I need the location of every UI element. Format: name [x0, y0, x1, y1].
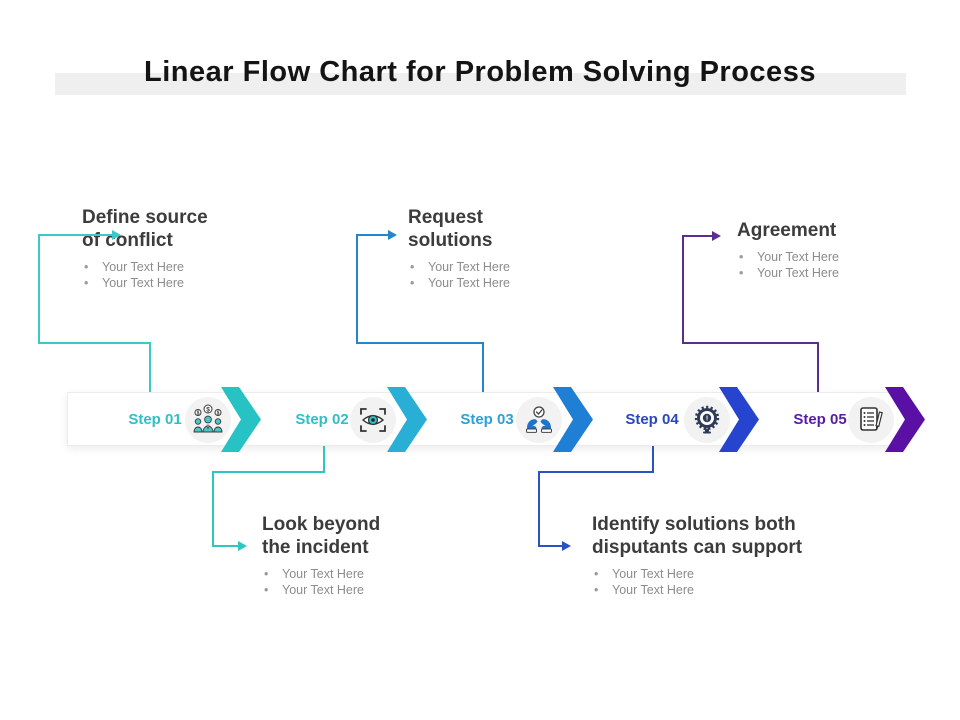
connector-segment — [323, 446, 325, 473]
connector-segment — [682, 235, 684, 344]
svg-text:$: $ — [197, 411, 200, 417]
step-03-label: Step 03 — [460, 411, 514, 428]
bullet-item: Your Text Here — [262, 582, 380, 598]
bullet-item: Your Text Here — [408, 275, 510, 291]
eye-focus-icon — [350, 397, 396, 443]
title-underlay-bar — [55, 73, 906, 95]
step-05-label: Step 05 — [793, 411, 847, 428]
callout-look-beyond-the-incident: Look beyond the incident Your Text Here … — [262, 513, 380, 598]
connector-segment — [682, 342, 819, 344]
callout-define-source-of-conflict: Define source of conflict Your Text Here… — [82, 206, 208, 291]
people-negotiation-icon: $ $ $ — [185, 397, 231, 443]
callout-title: Request solutions — [408, 207, 493, 251]
step-01-label: Step 01 — [128, 411, 182, 428]
connector-segment — [356, 234, 390, 236]
bullet-item: Your Text Here — [262, 566, 380, 582]
bullet-item: Your Text Here — [737, 249, 839, 265]
callout-bullets: Your Text Here Your Text Here — [262, 566, 380, 598]
callout-title: Agreement — [737, 220, 837, 241]
callout-title: Define source of conflict — [82, 207, 208, 251]
svg-text:$: $ — [217, 411, 220, 417]
bullet-item: Your Text Here — [592, 566, 802, 582]
checklist-pen-icon — [848, 397, 894, 443]
connector-segment — [538, 471, 540, 547]
connector-segment — [652, 446, 654, 473]
connector-arrowhead — [388, 230, 397, 240]
bullet-item: Your Text Here — [737, 265, 839, 281]
callout-bullets: Your Text Here Your Text Here — [82, 259, 208, 291]
bullet-item: Your Text Here — [592, 582, 802, 598]
connector-segment — [212, 471, 325, 473]
callout-identify-solutions: Identify solutions both disputants can s… — [592, 513, 802, 598]
connector-segment — [38, 342, 151, 344]
callout-bullets: Your Text Here Your Text Here — [408, 259, 510, 291]
svg-text:$: $ — [206, 406, 210, 413]
callout-title: Look beyond the incident — [262, 514, 381, 558]
connector-arrowhead — [112, 230, 121, 240]
connector-segment — [682, 235, 714, 237]
callout-title: Identify solutions both disputants can s… — [592, 514, 803, 558]
svg-text:!: ! — [706, 415, 708, 422]
connector-segment — [212, 545, 240, 547]
gauge-icon: ! — [684, 397, 730, 443]
connector-segment — [212, 471, 214, 547]
page-title: Linear Flow Chart for Problem Solving Pr… — [144, 56, 816, 88]
callout-bullets: Your Text Here Your Text Here — [737, 249, 839, 281]
connector-arrowhead — [712, 231, 721, 241]
connector-segment — [817, 342, 819, 392]
connector-segment — [538, 545, 564, 547]
connector-arrowhead — [238, 541, 247, 551]
bullet-item: Your Text Here — [82, 275, 208, 291]
connector-segment — [38, 234, 40, 344]
connector-segment — [356, 342, 484, 344]
callout-agreement: Agreement Your Text Here Your Text Here — [737, 219, 839, 281]
step-02-label: Step 02 — [295, 411, 349, 428]
connector-arrowhead — [562, 541, 571, 551]
connector-segment — [538, 471, 654, 473]
connector-segment — [38, 234, 114, 236]
callout-request-solutions: Request solutions Your Text Here Your Te… — [408, 206, 510, 291]
bullet-item: Your Text Here — [82, 259, 208, 275]
connector-segment — [356, 234, 358, 344]
connector-segment — [149, 342, 151, 392]
step-04-label: Step 04 — [625, 411, 679, 428]
hands-check-icon — [516, 397, 562, 443]
connector-segment — [482, 342, 484, 392]
callout-bullets: Your Text Here Your Text Here — [592, 566, 802, 598]
bullet-item: Your Text Here — [408, 259, 510, 275]
